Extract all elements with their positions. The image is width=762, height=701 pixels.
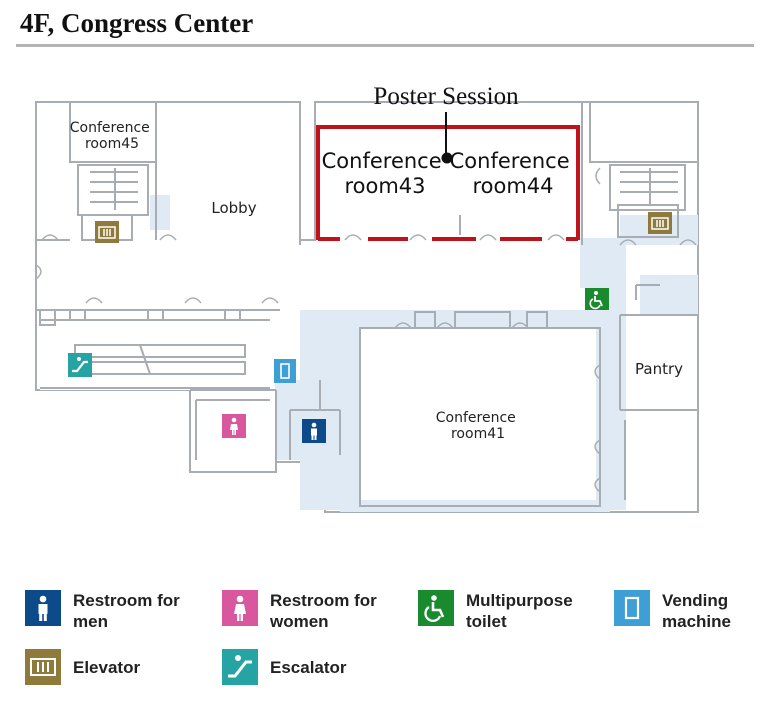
elevator-icon: [648, 212, 672, 234]
legend-item-vending-machine: Vending machine: [614, 590, 731, 632]
legend-item-multipurpose-toilet: Multipurpose toilet: [418, 590, 573, 632]
restroom-women-icon: [222, 414, 246, 438]
legend-label: Restroom for women: [270, 591, 377, 631]
legend-item-restroom-men: Restroom for men: [25, 590, 180, 632]
multipurpose-toilet-icon: [418, 590, 454, 626]
vending-machine-icon: [274, 359, 296, 383]
escalator-icon: [68, 353, 92, 377]
walls: [36, 101, 699, 507]
elevator-icon: [95, 221, 119, 243]
restroom-men-icon: [25, 590, 61, 626]
poster-pointer-dot: [441, 152, 453, 164]
escalator-icon: [222, 649, 258, 685]
vending-machine-icon: [614, 590, 650, 626]
legend-item-escalator: Escalator: [222, 649, 347, 685]
room43-label: Conference room43: [322, 149, 449, 198]
legend-label: Escalator: [270, 658, 347, 677]
multipurpose-toilet-icon: [585, 288, 609, 310]
restroom-women-icon: [222, 590, 258, 626]
page-title: 4F, Congress Center: [20, 8, 254, 38]
poster-session-area: [316, 125, 580, 241]
title-divider: [16, 44, 754, 47]
legend-label: Restroom for men: [73, 591, 180, 631]
pantry-label: Pantry: [635, 360, 683, 378]
lobby-label: Lobby: [211, 199, 256, 217]
elevator-icon: [25, 649, 61, 685]
room41-label: Conference room41: [436, 410, 520, 442]
room44-label: Conference room44: [450, 149, 577, 198]
doors: [35, 167, 697, 493]
legend-item-elevator: Elevator: [25, 649, 140, 685]
poster-session-label: Poster Session: [373, 83, 519, 110]
legend-label: Elevator: [73, 658, 141, 677]
legend-label: Multipurpose toilet: [466, 591, 573, 631]
restroom-men-icon: [302, 419, 326, 443]
legend-item-restroom-women: Restroom for women: [222, 590, 377, 632]
legend-label: Vending machine: [662, 591, 731, 631]
room45-label: Conference room45: [70, 120, 154, 152]
